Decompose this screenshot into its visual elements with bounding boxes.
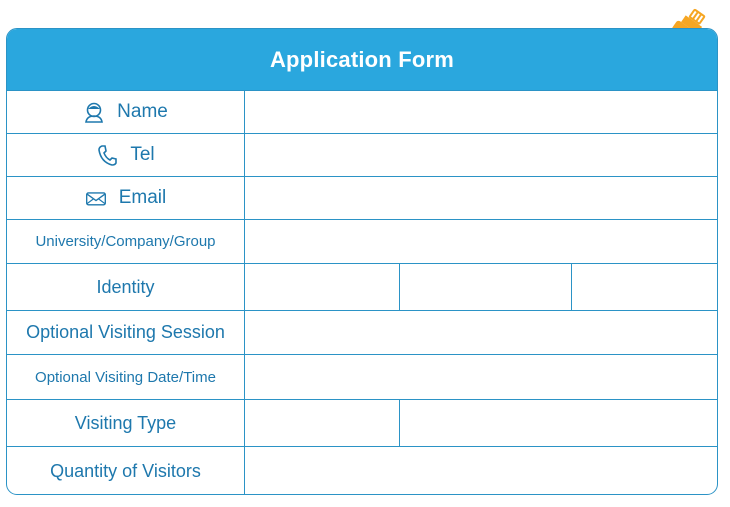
label-email: Email (118, 187, 167, 208)
form-header: Application Form (7, 29, 717, 90)
affiliation-input-cell[interactable] (245, 220, 717, 263)
email-input-cell[interactable] (245, 177, 717, 219)
name-input-cell[interactable] (245, 91, 717, 133)
identity-option-2[interactable] (400, 264, 572, 310)
row-datetime: Optional Visiting Date/Time (7, 354, 717, 399)
label-cell-name: Name (7, 91, 245, 133)
label-cell-datetime: Optional Visiting Date/Time (7, 355, 245, 399)
row-session: Optional Visiting Session (7, 310, 717, 354)
application-form: Application Form Name Tel (6, 28, 718, 495)
identity-option-1[interactable] (245, 264, 400, 310)
quantity-input-cell[interactable] (245, 447, 717, 494)
label-datetime: Optional Visiting Date/Time (35, 368, 216, 386)
label-session: Optional Visiting Session (26, 322, 225, 342)
datetime-input-cell[interactable] (245, 355, 717, 399)
label-visit-type: Visiting Type (74, 412, 177, 433)
row-name: Name (7, 90, 717, 133)
session-input-cell[interactable] (245, 311, 717, 354)
row-identity: Identity (7, 263, 717, 310)
label-cell-quantity: Quantity of Visitors (7, 447, 245, 494)
tel-input-cell[interactable] (245, 134, 717, 176)
row-visit-type: Visiting Type (7, 399, 717, 446)
label-name: Name (117, 101, 168, 122)
identity-option-3[interactable] (572, 264, 717, 310)
label-tel: Tel (130, 144, 155, 165)
label-cell-session: Optional Visiting Session (7, 311, 245, 354)
label-cell-tel: Tel (7, 134, 245, 176)
envelope-icon (85, 187, 107, 209)
label-quantity: Quantity of Visitors (50, 461, 201, 481)
row-email: Email (7, 176, 717, 219)
label-affiliation: University/Company/Group (35, 233, 216, 250)
row-tel: Tel (7, 133, 717, 176)
visit-type-option-2[interactable] (400, 400, 717, 446)
phone-icon (96, 144, 118, 166)
label-cell-visit-type: Visiting Type (7, 400, 245, 446)
row-quantity: Quantity of Visitors (7, 446, 717, 494)
label-cell-identity: Identity (7, 264, 245, 310)
row-affiliation: University/Company/Group (7, 219, 717, 263)
label-cell-affiliation: University/Company/Group (7, 220, 245, 263)
label-cell-email: Email (7, 177, 245, 219)
visit-type-option-1[interactable] (245, 400, 400, 446)
label-identity: Identity (96, 276, 155, 297)
form-title: Application Form (269, 46, 455, 72)
person-icon (83, 101, 105, 123)
